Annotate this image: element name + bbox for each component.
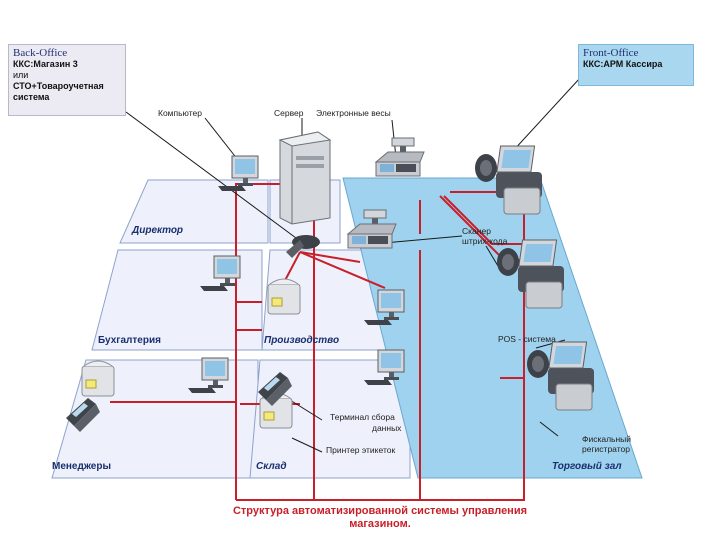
label-scales: Электронные весы [316, 108, 391, 118]
zone-warehouse [249, 359, 411, 479]
label-terminal-2: данных [372, 423, 402, 433]
back-office-line-3: СТО+Товароучетная [13, 81, 104, 91]
back-office-box: Back-Office ККС:Магазин 3 или СТО+Товаро… [8, 44, 126, 116]
label-server: Сервер [274, 108, 304, 118]
label-scanner-1: Сканер [462, 226, 491, 236]
back-office-line-2: или [13, 70, 29, 80]
label-fiscal-1: Фискальный [582, 434, 632, 444]
back-office-line-4: система [13, 92, 50, 102]
zone-label-sales-floor: Торговый зал [552, 461, 622, 472]
diagram-caption: Структура автоматизированной системы упр… [190, 505, 570, 531]
zone-label-director: Директор [132, 225, 184, 236]
zone-label-managers: Менеджеры [52, 461, 112, 472]
zone-label-warehouse: Склад [256, 461, 287, 472]
back-office-line-1: ККС:Магазин 3 [13, 59, 78, 69]
label-pos: POS - система [498, 334, 556, 344]
production-printer [267, 278, 301, 315]
zone-director [119, 179, 269, 244]
label-label-printer: Принтер этикеток [326, 445, 396, 455]
managers-printer [81, 360, 115, 397]
front-office-title: Front-Office [583, 47, 639, 59]
back-office-title: Back-Office [13, 47, 68, 59]
scale-1 [375, 137, 425, 177]
label-terminal-1: Терминал сбора [330, 412, 395, 422]
zone-label-accounting: Бухгалтерия [98, 335, 161, 346]
front-office-line-1: ККС:АРМ Кассира [583, 59, 663, 69]
server-tower [278, 131, 332, 225]
label-computer: Компьютер [158, 108, 202, 118]
zone-label-production: Производство [264, 335, 340, 346]
caption-line-1: Структура автоматизированной системы упр… [232, 505, 528, 517]
caption-line-2: магазином. [349, 518, 411, 530]
front-office-box: Front-Office ККС:АРМ Кассира [578, 44, 694, 86]
label-fiscal-2: регистратор [582, 444, 630, 454]
label-scanner-2: штрих-кода [462, 236, 508, 246]
handheld-scanner [286, 235, 320, 258]
